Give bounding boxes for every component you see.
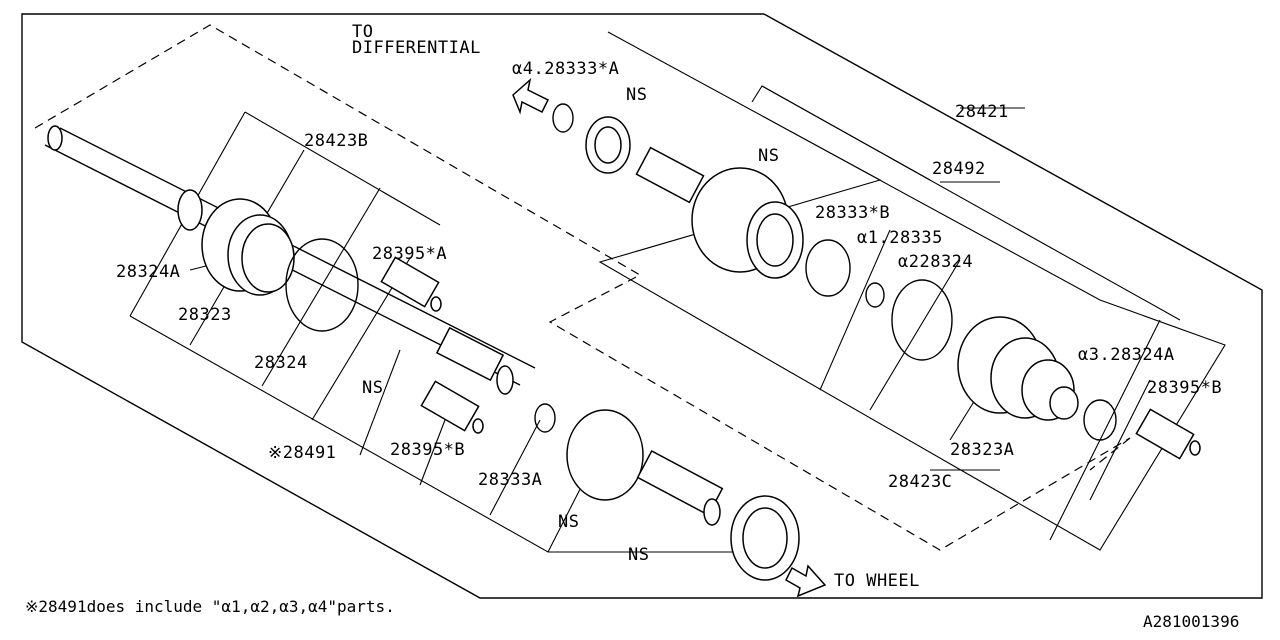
arrow-to-differential-icon — [512, 77, 550, 115]
label-a3: α3.28324A — [1078, 345, 1175, 365]
inner-joint-housing — [635, 146, 804, 279]
label-28492: 28492 — [932, 159, 986, 179]
oil-seal-ns — [585, 116, 631, 174]
label-28324a: 28324A — [116, 262, 180, 282]
ring-a1 — [865, 282, 885, 308]
band-clamp-28324 — [285, 238, 359, 332]
label-28333b: 28333*B — [815, 203, 890, 223]
band-a2 — [891, 279, 953, 361]
damper-28395b-right — [1135, 408, 1201, 460]
label-28395b-left: 28395*B — [390, 440, 465, 460]
label-28395a: 28395*A — [372, 244, 447, 264]
circlip-28333b — [805, 239, 851, 297]
label-28323: 28323 — [178, 305, 232, 325]
label-differential: DIFFERENTIAL — [352, 38, 481, 58]
outer-frame — [21, 13, 1263, 599]
label-a2: α228324 — [898, 252, 973, 272]
label-28395b-right: 28395*B — [1147, 378, 1222, 398]
label-28491: ※28491 — [268, 443, 336, 463]
label-to: TO — [352, 22, 373, 42]
damper-28395b-left — [420, 380, 484, 434]
label-28323a: 28323A — [950, 440, 1014, 460]
bracket-28421 — [598, 31, 1226, 551]
outer-seal — [730, 495, 800, 581]
diagram-code: A281001396 — [1143, 612, 1239, 631]
label-a1: α1.28335 — [857, 228, 943, 248]
damper-28395a — [380, 256, 442, 312]
arrow-to-wheel-icon — [785, 564, 827, 598]
label-28423c: 28423C — [888, 472, 952, 492]
circlip-28333a — [534, 403, 556, 433]
label-ns-mid: NS — [362, 378, 383, 398]
label-ns-top: NS — [626, 85, 647, 105]
band-a3 — [1083, 399, 1117, 441]
label-a4: α4.28333*A — [512, 59, 619, 79]
label-ns-outer: NS — [558, 512, 579, 532]
dashed-group-outline — [34, 24, 1131, 551]
label-28423b: 28423B — [304, 131, 368, 151]
label-to-wheel: TO WHEEL — [834, 571, 920, 591]
footnote: ※28491does include "α1,α2,α3,α4"parts. — [25, 597, 395, 616]
circlip-28333a-top — [552, 103, 574, 133]
label-ns-bottom: NS — [628, 545, 649, 565]
label-28421: 28421 — [955, 102, 1009, 122]
label-ns-joint: NS — [758, 146, 779, 166]
inner-boot-28323 — [177, 189, 295, 296]
label-28324: 28324 — [254, 353, 308, 373]
boot-28323a — [957, 316, 1079, 421]
label-28333a: 28333A — [478, 470, 542, 490]
outer-joint — [566, 409, 724, 526]
